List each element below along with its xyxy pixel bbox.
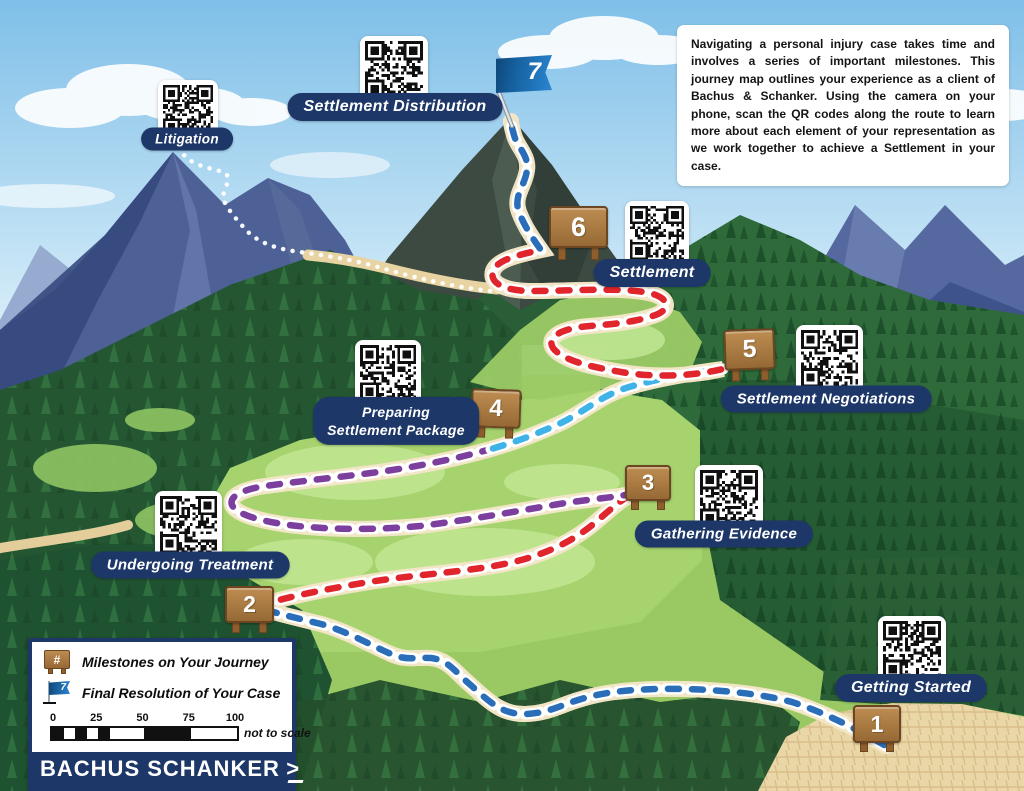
scale-bar-segments xyxy=(50,726,239,741)
milestone-sign-3: 3 xyxy=(625,465,671,510)
label-preparing-settlement-package: Preparing Settlement Package xyxy=(313,396,479,446)
trail-segment-5-6-red xyxy=(489,246,727,379)
milestone-sign-5: 5 xyxy=(723,328,776,382)
logo-arrow-icon: > xyxy=(285,756,299,781)
sign-number: 3 xyxy=(625,465,671,501)
scale-tick: 50 xyxy=(136,712,149,724)
final-flag-icon: 7 xyxy=(42,680,72,706)
trail-segment-6-7-blue xyxy=(507,117,545,254)
intro-box: Navigating a personal injury case takes … xyxy=(677,25,1009,187)
sign-number: 6 xyxy=(549,206,608,248)
qr-code-settlement-negotiations xyxy=(796,325,863,392)
label-litigation: Litigation xyxy=(141,127,233,151)
intro-text: Navigating a personal injury case takes … xyxy=(691,37,995,173)
scale-tick: 0 xyxy=(50,712,57,724)
trail-dashes xyxy=(226,115,892,752)
milestone-sign-2: 2 xyxy=(225,586,274,633)
final-resolution-flag: 7 xyxy=(496,55,552,93)
label-settlement: Settlement xyxy=(593,259,711,287)
trail-segment-1-2-blue xyxy=(252,603,890,750)
legend-label: Milestones on Your Journey xyxy=(82,654,269,670)
scale-bar: 0 25 50 75 100 not to scale xyxy=(42,712,311,742)
label-line-2: Settlement Package xyxy=(327,422,465,438)
legend-label: Final Resolution of Your Case xyxy=(82,685,281,701)
scale-tick: 100 xyxy=(225,712,245,724)
sign-number: 5 xyxy=(723,328,776,371)
sign-number: 2 xyxy=(225,586,274,623)
sign-number: 1 xyxy=(853,705,901,743)
final-flag-symbol: 7 xyxy=(49,681,70,695)
legend-item-milestones: # Milestones on Your Journey xyxy=(42,650,282,674)
scale-tick: 25 xyxy=(90,712,103,724)
label-getting-started: Getting Started xyxy=(834,674,988,702)
side-road-stub xyxy=(0,520,133,554)
qr-code-settlement xyxy=(625,201,689,265)
logo-text: BACHUS SCHANKER xyxy=(40,756,280,781)
scale-note: not to scale xyxy=(244,726,311,740)
legend-item-final-resolution: 7 Final Resolution of Your Case xyxy=(42,680,282,706)
label-undergoing-treatment: Undergoing Treatment xyxy=(90,551,290,579)
trail-segment-3-4-purple xyxy=(228,445,640,533)
label-gathering-evidence: Gathering Evidence xyxy=(634,520,814,548)
milestone-sign-icon: # xyxy=(42,650,72,674)
scale-tick: 75 xyxy=(182,712,195,724)
milestone-sign-6: 6 xyxy=(549,206,608,260)
litigation-dotted-trail xyxy=(180,150,493,294)
milestone-sign-1: 1 xyxy=(853,705,901,752)
trail-segment-2-3-red xyxy=(252,488,640,611)
legend: # Milestones on Your Journey 7 Final Res… xyxy=(28,638,311,791)
label-line-1: Preparing xyxy=(361,403,431,420)
logo: BACHUS SCHANKER > xyxy=(32,752,299,788)
qr-code-preparing-settlement-package xyxy=(355,340,421,406)
qr-code-undergoing-treatment xyxy=(155,491,222,558)
label-settlement-distribution: Settlement Distribution xyxy=(287,93,503,121)
flag-number: 7 xyxy=(527,58,541,85)
scale-ticks: 0 25 50 75 100 xyxy=(50,712,244,725)
qr-code-getting-started xyxy=(878,616,946,684)
milestone-sign-symbol: # xyxy=(44,650,70,669)
label-settlement-negotiations: Settlement Negotiations xyxy=(720,385,932,413)
